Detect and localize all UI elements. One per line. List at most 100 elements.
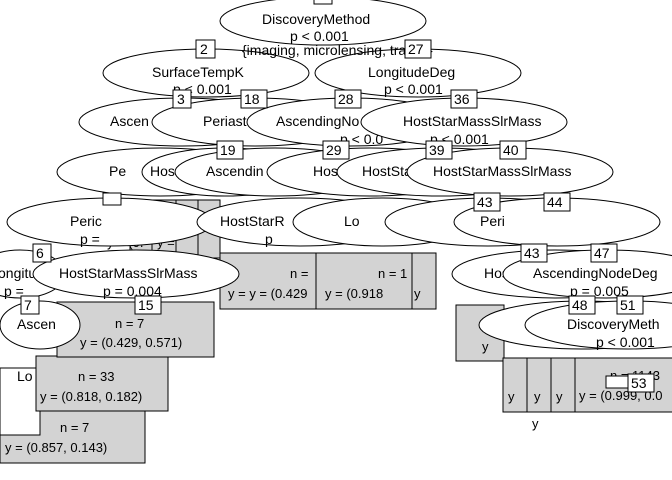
node-36: HostStarMassSlrMass [406,147,614,197]
terminal-n-text: n = 1 [378,266,407,281]
node-2: SurfaceTempK p < 0.001 [102,48,310,98]
svg-text:p = 0.004: p = 0.004 [103,283,162,299]
svg-text:p < 0.001: p < 0.001 [384,81,443,97]
node-id-labels: 2 27 3 18 28 36 19 29 39 40 43 44 6 43 4… [20,0,655,393]
terminal-node-33: n = 33 y = (0.818, 0.182) [35,355,169,412]
svg-text:p < 0.001: p < 0.001 [290,28,349,44]
terminal-node-c: n = y = y = (0.429 [219,252,317,310]
node-label-8: Lo [17,368,33,384]
node-id-52 [605,375,629,389]
svg-text:HostStarMassSlrMass: HostStarMassSlrMass [59,265,197,281]
svg-text:Ascen: Ascen [17,316,56,332]
terminal-n-text: n = 7 [60,420,89,435]
node-id-6: 6 [32,243,52,263]
node-id-39: 40 [499,140,527,160]
node-id-47: 47 [590,243,618,263]
terminal-y-text: y = (0.429, 0.571) [80,335,182,350]
svg-text:48: 48 [572,297,588,313]
svg-text:LongitudeDeg: LongitudeDeg [368,64,455,80]
svg-text:Hos: Hos [313,163,338,179]
terminal-node-e: y [411,252,437,310]
node-id-36: 39 [425,140,453,160]
terminal-y-text: y [534,389,541,404]
terminal-n-text: n = [290,266,308,281]
svg-text:AscendingNodeDeg: AscendingNodeDeg [533,265,658,281]
svg-text:HostStarMassSlrMass: HostStarMassSlrMass [403,113,541,129]
svg-text:p =: p = [80,231,100,247]
svg-text:Peri: Peri [480,213,505,229]
node-id-40: 43 [473,192,501,212]
svg-text:19: 19 [220,142,236,158]
node-id-19: 19 [216,140,244,160]
terminal-y-text: y = (0.857, 0.143) [5,440,107,455]
terminal-n-text: n = 7 [115,316,144,331]
svg-text:27: 27 [408,41,424,57]
svg-text:p =: p = [4,283,24,299]
svg-text:53: 53 [631,375,647,391]
svg-text:DiscoveryMethod: DiscoveryMethod [262,11,370,27]
node-35: HostStarMassSlrMass p < 0.001 [360,97,568,147]
node-id-15: 15 [134,295,162,315]
svg-text:HostStarR: HostStarR [220,213,285,229]
node-id-1 [313,0,333,5]
svg-text:43: 43 [524,245,540,261]
terminal-y-text: y [482,339,489,354]
svg-text:7: 7 [24,297,32,313]
node-27: LongitudeDeg p < 0.001 [314,48,522,98]
svg-text:15: 15 [138,297,154,313]
node-id-35: 36 [450,89,478,109]
terminal-y-text: y = (0.818, 0.182) [40,389,142,404]
svg-text:p: p [265,231,273,247]
terminal-y-text: y = y = (0.429 [228,286,308,301]
terminal-y-text: y [508,389,515,404]
svg-text:Pe: Pe [109,163,126,179]
svg-text:p < 0.0: p < 0.0 [340,131,383,147]
terminal-y-text: y [556,389,563,404]
node-id-7: 7 [20,295,40,315]
node-id-18: 18 [240,89,268,109]
node-id-5 [102,192,122,206]
svg-text:40: 40 [503,142,519,158]
terminal-y-text: y [532,416,539,431]
terminal-y-text: y = (0.918 [325,286,383,301]
svg-text:6: 6 [36,245,44,261]
svg-text:2: 2 [200,41,208,57]
node-1: DiscoveryMethod p < 0.001 [219,0,427,46]
svg-text:p < 0.001: p < 0.001 [596,334,655,350]
svg-text:p = 0.005: p = 0.005 [570,283,629,299]
svg-text:36: 36 [454,91,470,107]
node-id-48: 48 [568,295,596,315]
svg-text:39: 39 [429,142,445,158]
node-id-28: 28 [334,89,362,109]
svg-text:HostSta: HostSta [362,163,412,179]
node-id-43: 44 [543,192,571,212]
node-id-2: 2 [195,39,216,59]
terminal-node-g: y [502,357,576,431]
svg-text:AscendingNo: AscendingNo [276,113,359,129]
svg-text:28: 28 [338,91,354,107]
svg-text:Periast: Periast [203,113,247,129]
svg-text:Ascen: Ascen [110,113,149,129]
svg-text:29: 29 [326,142,342,158]
svg-text:Lo: Lo [344,213,360,229]
node-id-53: 53 [627,373,655,393]
svg-text:Peric: Peric [70,213,102,229]
node-id-27: 27 [404,39,432,59]
svg-text:HostStarMassSlrMass: HostStarMassSlrMass [433,163,571,179]
svg-text:DiscoveryMeth: DiscoveryMeth [567,316,660,332]
terminal-node-d: n = 1 y = (0.918 [315,252,413,310]
svg-text:3: 3 [177,91,185,107]
node-11: HostStarMassSlrMass p = 0.004 [32,249,240,299]
svg-text:44: 44 [547,194,563,210]
svg-text:SurfaceTempK: SurfaceTempK [152,64,244,80]
node-7: Ascen [0,300,81,350]
svg-text:43: 43 [477,194,493,210]
node-id-3: 3 [172,89,192,109]
terminal-y-text: y [414,286,421,301]
svg-text:Ascendin: Ascendin [206,163,264,179]
node-5: Peric p = [6,197,214,247]
svg-text:47: 47 [594,245,610,261]
node-id-44: 43 [520,243,548,263]
split-label: {imaging, microlensing, transit} [242,42,433,58]
